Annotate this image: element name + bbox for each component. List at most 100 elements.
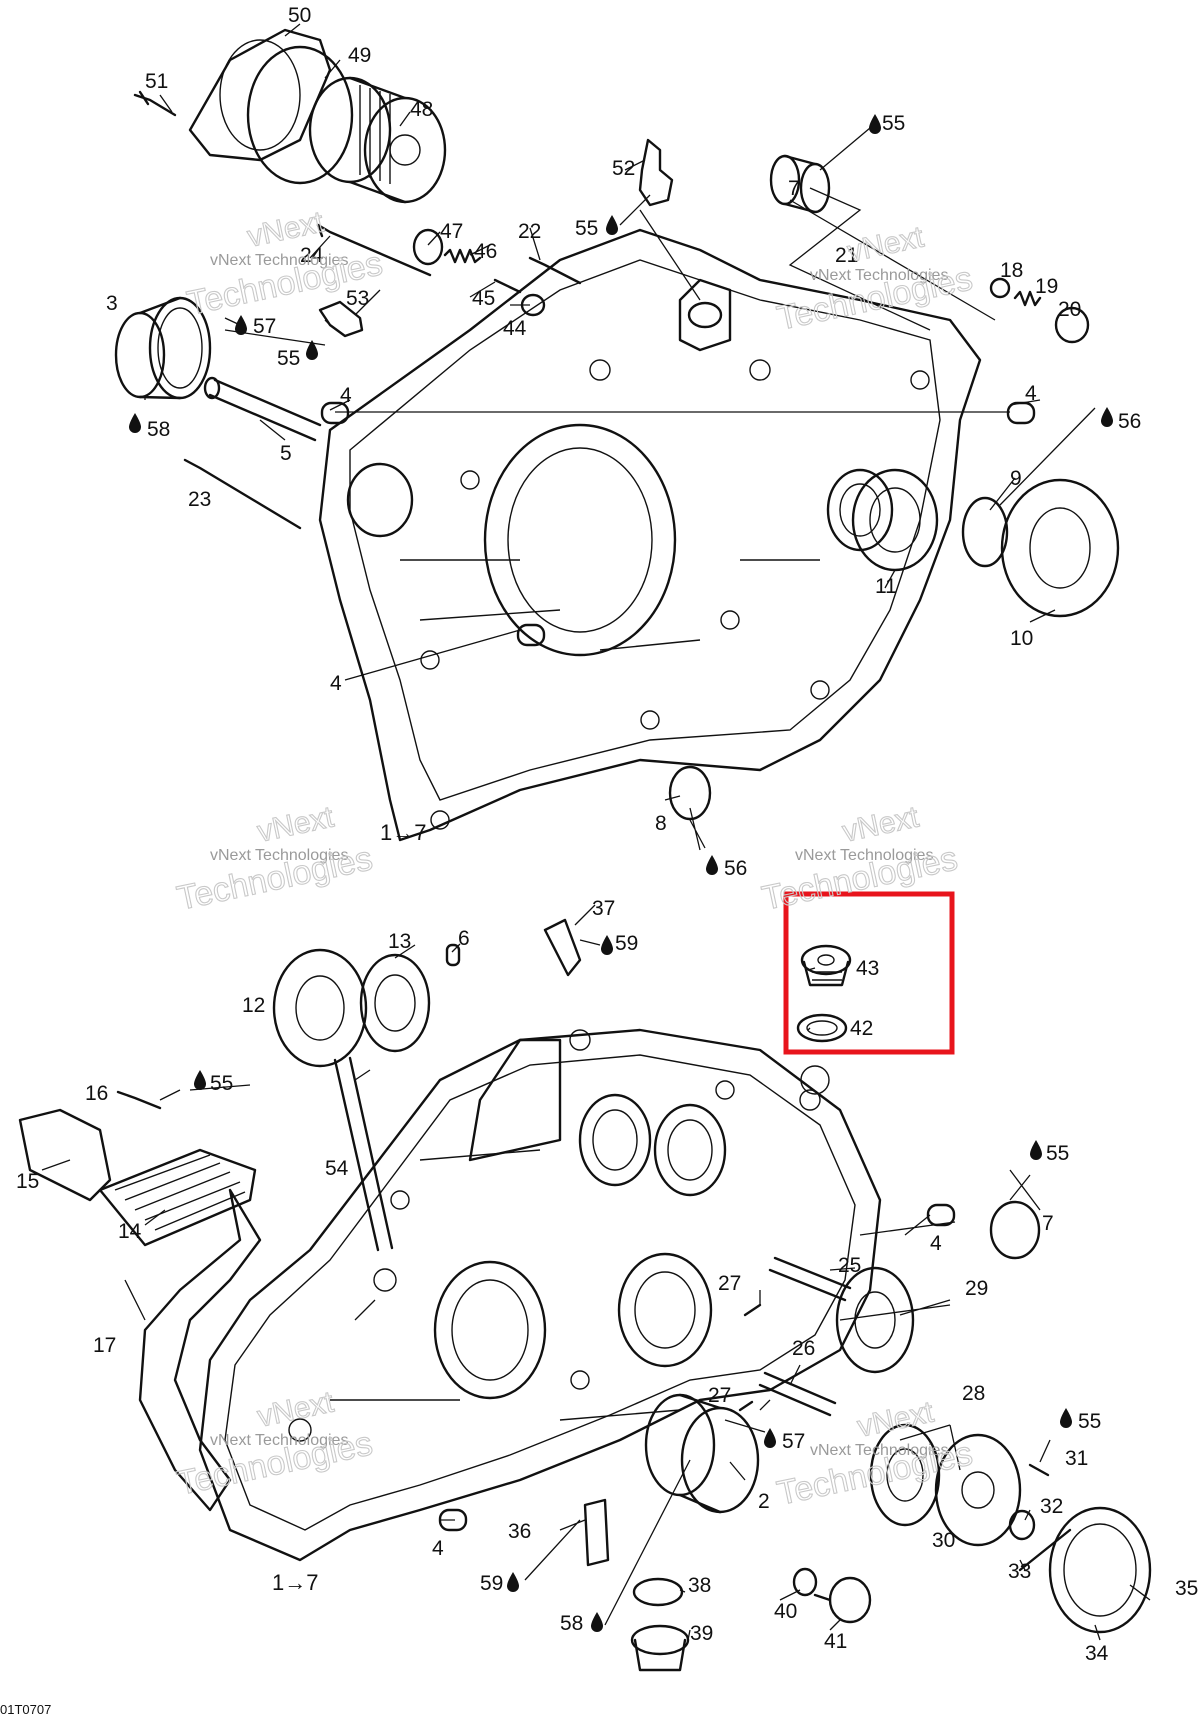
callout-4-a: 4 [340,384,352,407]
callout-8: 8 [655,812,667,835]
part-33-pin [1018,1528,1072,1572]
callout-56-b: 56 [724,857,747,880]
part-24-long-bolt [316,223,432,277]
callout-28: 28 [962,1382,985,1405]
part-16-bolt [116,1090,162,1110]
ref-label-upper: 1→7 [380,820,426,845]
part-46-spring [443,248,482,264]
oil-drop-icon [601,935,613,955]
oil-drop-icon [1060,1408,1072,1428]
part-8-seal [668,765,712,821]
oil-drop-icon [869,114,881,134]
callout-32: 32 [1040,1495,1063,1518]
part-6-dowel [445,943,461,967]
part-51-bolt [133,90,177,117]
part-20-plug [1054,306,1090,344]
callout-58-a: 58 [147,418,170,441]
callout-45: 45 [472,287,495,310]
callout-48: 48 [410,98,433,121]
oil-drop-icon [235,315,247,335]
upper-crankcase [318,228,982,842]
callout-3: 3 [106,292,118,315]
part-31-screw [1028,1463,1050,1477]
highlight-box [783,891,955,1055]
oil-drop-icon [306,340,318,360]
watermark-brand: vNext [255,1385,338,1433]
callout-11: 11 [875,575,897,598]
callout-57-a: 57 [253,315,276,338]
oil-drop-icon [1030,1140,1042,1160]
callout-30: 30 [932,1529,955,1552]
part-2-bushing [644,1393,760,1514]
part-45-pin [493,278,522,294]
watermark-brand: vNext [255,800,338,848]
oil-drop-icon [591,1612,603,1632]
callout-4-d: 4 [930,1232,942,1255]
callout-46: 46 [474,240,497,263]
part-15-cover-plate [18,1108,112,1202]
callout-55-a: 55 [882,112,905,135]
watermark-company: vNext Technologies [810,267,948,284]
part-47-plug [412,228,444,266]
callout-13: 13 [388,930,411,953]
part-25-shaft [768,1256,852,1302]
callout-27-a: 27 [718,1272,741,1295]
callout-29: 29 [965,1277,988,1300]
ref-label-lower: 1→7 [272,1570,318,1595]
part-27-pin-a [743,1303,762,1317]
callout-4-e: 4 [432,1537,444,1560]
callout-39: 39 [690,1622,713,1645]
callout-10: 10 [1010,627,1033,650]
part-32-washer [1008,1509,1036,1541]
watermark-company: vNext Technologies [795,847,933,864]
watermark-brand: vNext [855,1395,938,1443]
callout-42: 42 [850,1017,873,1040]
part-41-bolt [813,1576,872,1624]
part-23-bolt [183,458,302,530]
part-4-dowel-a [320,401,350,425]
callout-16: 16 [85,1082,108,1105]
callout-35: 35 [1175,1577,1198,1600]
callout-44: 44 [503,317,527,340]
watermark-company: vNext Technologies [210,847,348,864]
part-28-pump-rotor [869,1423,941,1527]
part-39-drain-plug [630,1624,690,1672]
part-10-bearing [1000,478,1120,618]
part-36-fitting [583,1498,610,1567]
watermark-company: vNext Technologies [210,1432,348,1449]
part-38-o-ring [632,1577,684,1607]
part-22-bolt [528,256,582,285]
part-11-bearing [851,468,939,572]
callout-9: 9 [1010,467,1022,490]
lubricant-drop-icons [129,114,1113,1632]
oil-drop-icon [706,855,718,875]
part-34-pump-gear [1048,1506,1152,1634]
part-40-washer [792,1567,818,1597]
callout-33: 33 [1008,1560,1031,1583]
callout-55-d: 55 [210,1072,233,1095]
watermark-company: vNext Technologies [810,1442,948,1459]
part-5-dowel [208,378,322,442]
callout-54: 54 [325,1157,349,1180]
watermark-brand: vNext [845,220,928,268]
part-12-bearing [272,948,368,1068]
callout-5: 5 [280,442,292,465]
callout-4-b: 4 [1025,382,1037,405]
callout-59-a: 59 [615,932,638,955]
callout-19: 19 [1035,275,1058,298]
callout-23: 23 [188,488,211,511]
part-3-bushing [114,296,212,400]
highlight-frame [783,891,955,1055]
callout-17: 17 [93,1334,116,1357]
part-50-oil-filter-cover [188,28,332,162]
part-4-dowel-c [516,623,546,647]
oil-drop-icon [606,215,618,235]
watermark-company: vNext Technologies [210,252,348,269]
callout-18: 18 [1000,259,1023,282]
callout-51: 51 [145,70,168,93]
callout-7-a: 7 [788,177,800,200]
callout-40: 40 [774,1600,797,1623]
callout-49: 49 [348,44,371,67]
part-43-plug [800,944,852,987]
